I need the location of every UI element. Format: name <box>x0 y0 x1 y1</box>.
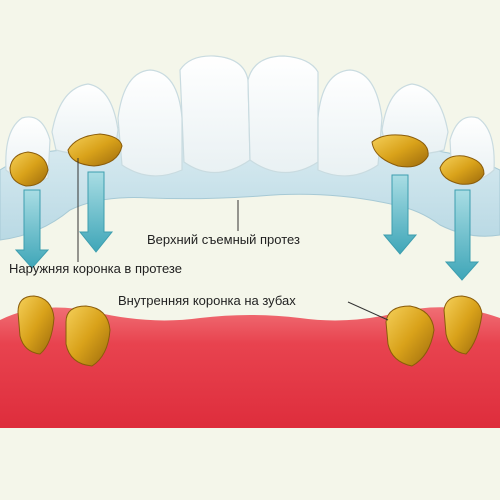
arrow-4 <box>444 189 480 281</box>
inner-crowns <box>17 295 483 367</box>
outer-crown-right-2 <box>371 134 429 168</box>
lower-gum <box>0 307 500 428</box>
outer-crown-left-2 <box>67 133 123 167</box>
bottom-background <box>0 428 500 500</box>
tooth-center-right <box>247 55 319 174</box>
label-upper-prosthesis: Верхний съемный протез <box>147 232 300 247</box>
tooth-right-3 <box>317 69 383 177</box>
leader-lines <box>77 158 389 321</box>
inner-crown-4 <box>443 295 483 355</box>
label-inner-crown: Внутренняя коронка на зубах <box>118 293 296 308</box>
inner-crown-3 <box>385 305 435 367</box>
tooth-left-3 <box>117 69 183 177</box>
outer-crown-right-1 <box>439 155 485 185</box>
label-outer-crown: Наружняя коронка в протезе <box>9 261 182 276</box>
arrow-3 <box>382 174 418 255</box>
arrow-2 <box>78 171 114 253</box>
arrows <box>14 171 480 281</box>
tooth-center-left <box>179 55 251 174</box>
arrow-1 <box>14 189 50 269</box>
outer-crowns <box>9 133 485 187</box>
inner-crown-2 <box>65 305 111 367</box>
outer-crown-left-1 <box>9 151 49 187</box>
leader-inner-crown <box>347 301 389 321</box>
inner-crown-1 <box>17 295 55 355</box>
